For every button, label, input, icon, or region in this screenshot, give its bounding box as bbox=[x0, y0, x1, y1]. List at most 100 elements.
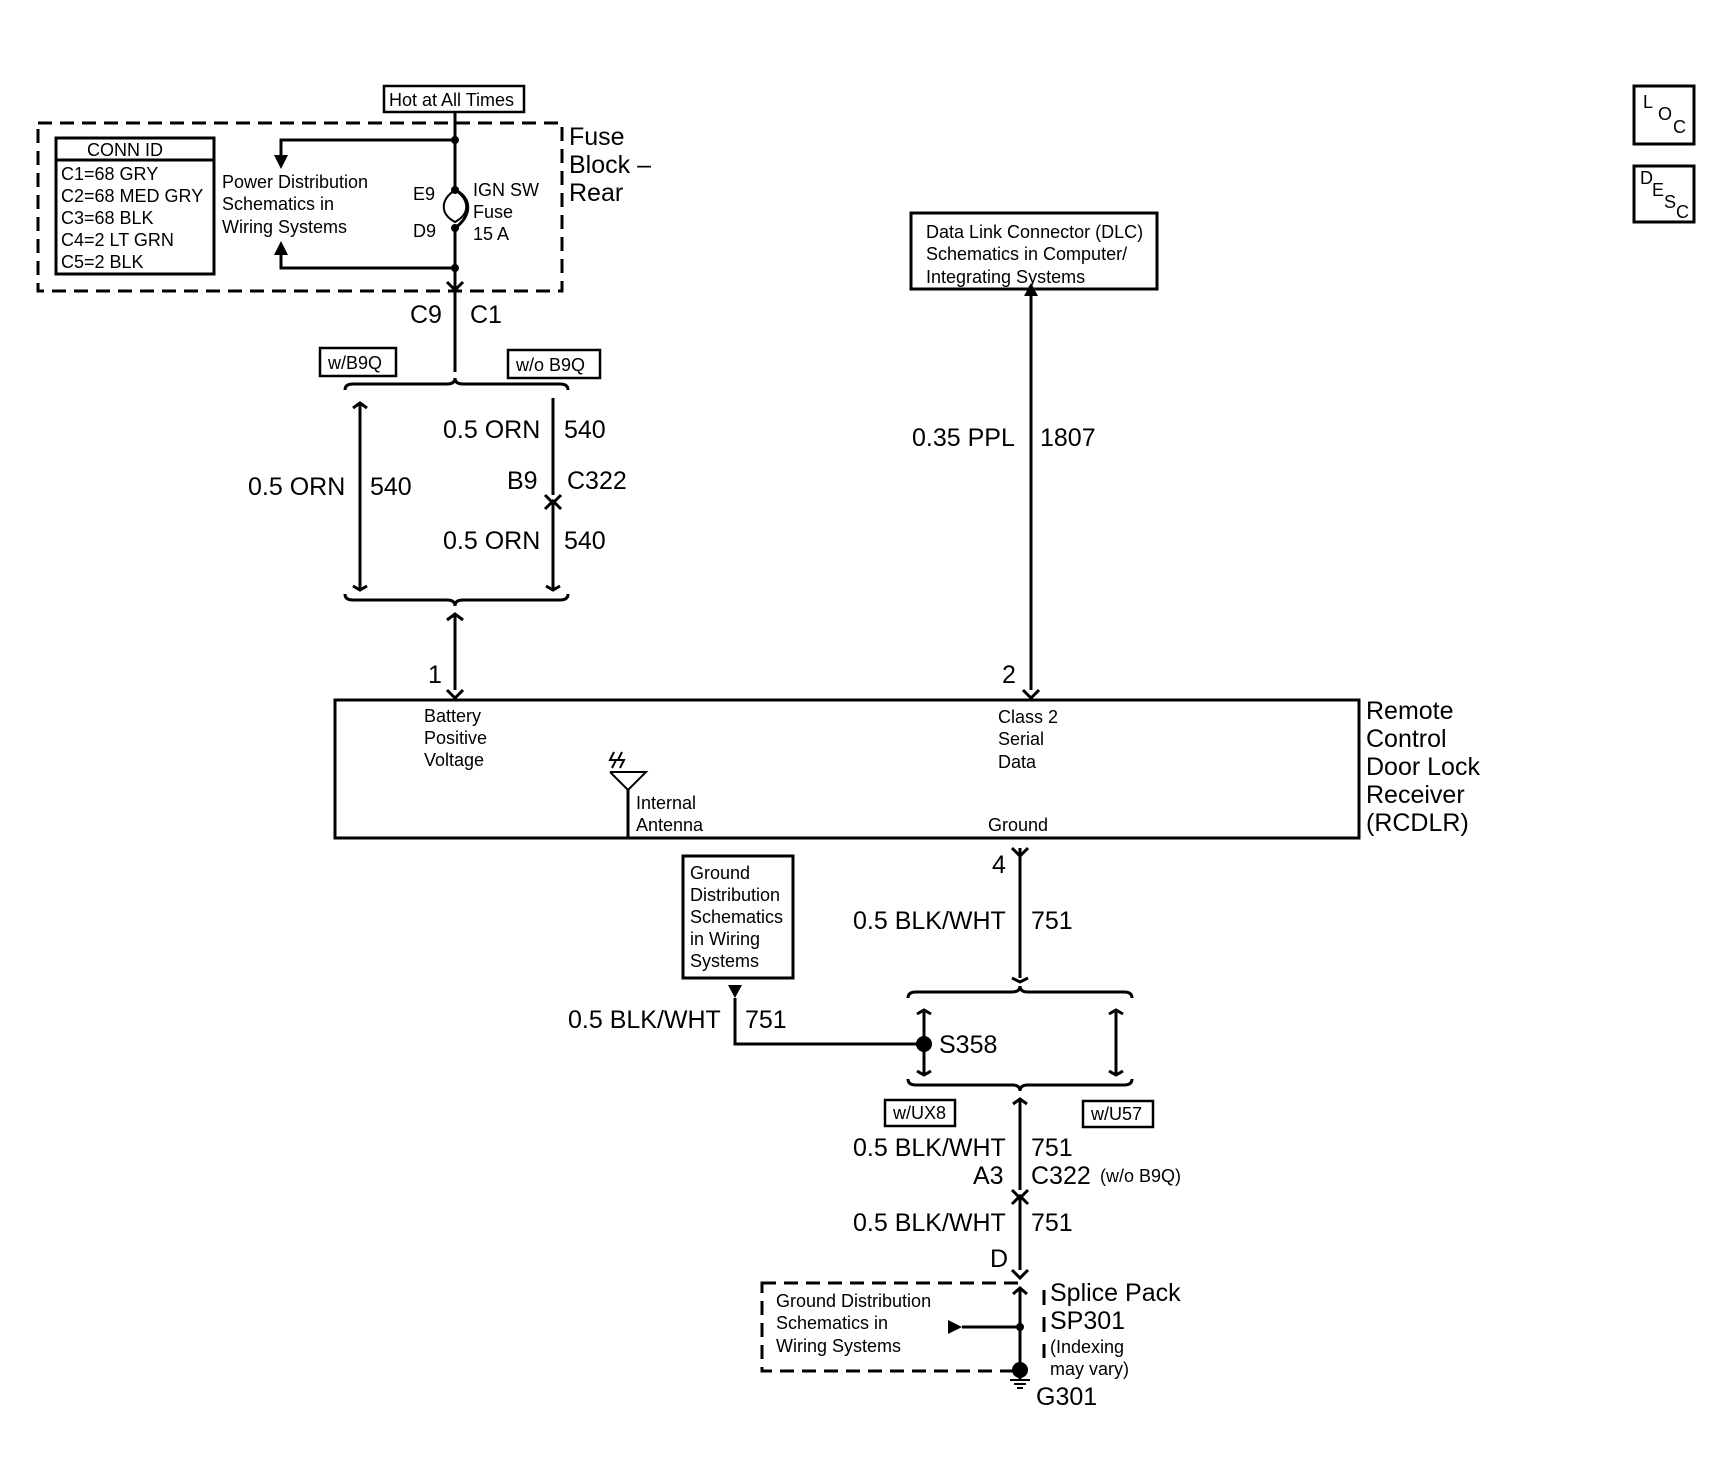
dlc-reference[interactable]: Data Link Connector (DLC) Schematics in … bbox=[909, 211, 1159, 291]
conn-id-table: CONN ID C1=68 GRY C2=68 MED GRY C3=68 BL… bbox=[54, 136, 216, 276]
pin-terminal-icon bbox=[1021, 688, 1041, 701]
option-branch-lower bbox=[906, 1078, 1134, 1092]
wire-gauge: 0.5 BLK/WHT bbox=[853, 907, 1006, 935]
desc-button[interactable]: D E S C bbox=[1632, 164, 1696, 224]
rcdlr-pin-4: 4 bbox=[992, 851, 1006, 879]
svg-text:Hot at All Times: Hot at All Times bbox=[389, 90, 514, 110]
arrow-left-icon bbox=[948, 1320, 962, 1334]
bracket-bottom-icon bbox=[916, 1069, 932, 1077]
option-branch-top bbox=[343, 377, 570, 391]
fuse-label: IGN SW Fuse 15 A bbox=[473, 180, 539, 244]
svg-text:Fuse: Fuse bbox=[473, 202, 513, 222]
splice-dot-icon bbox=[916, 1036, 932, 1052]
svg-text:Antenna: Antenna bbox=[636, 815, 704, 835]
ground-distribution-reference[interactable]: Ground Distribution Schematics in Wiring… bbox=[681, 854, 795, 980]
option-tag-w-b9q: w/B9Q bbox=[318, 346, 398, 378]
wire-circuit: 751 bbox=[745, 1006, 787, 1034]
arrow-down-icon bbox=[728, 985, 742, 998]
wire-circuit: 751 bbox=[1031, 907, 1073, 935]
svg-text:Class 2: Class 2 bbox=[998, 707, 1058, 727]
svg-text:Schematics in: Schematics in bbox=[222, 194, 334, 214]
wire-gauge: 0.5 ORN bbox=[443, 527, 540, 555]
connector-note: (w/o B9Q) bbox=[1100, 1166, 1181, 1186]
bracket-bottom-icon bbox=[352, 584, 368, 592]
connector-pin-a3: A3 bbox=[973, 1162, 1004, 1190]
svg-text:SP301: SP301 bbox=[1050, 1307, 1125, 1335]
splice-s358-label: S358 bbox=[939, 1031, 997, 1059]
connector-id-c322: C322 bbox=[567, 467, 627, 495]
svg-text:in Wiring: in Wiring bbox=[690, 929, 760, 949]
wire-circuit: 540 bbox=[564, 416, 606, 444]
loc-button[interactable]: L O C bbox=[1632, 84, 1696, 146]
svg-text:Data: Data bbox=[998, 752, 1037, 772]
svg-text:Systems: Systems bbox=[690, 951, 759, 971]
svg-text:Power Distribution: Power Distribution bbox=[222, 172, 368, 192]
rcdlr-title: Remote Control Door Lock Receiver (RCDLR… bbox=[1366, 697, 1480, 837]
arrow-down-icon bbox=[274, 155, 288, 169]
wire-gauge: 0.35 PPL bbox=[912, 424, 1015, 452]
svg-text:may vary): may vary) bbox=[1050, 1359, 1129, 1379]
svg-text:Remote: Remote bbox=[1366, 697, 1454, 725]
svg-text:Internal: Internal bbox=[636, 793, 696, 813]
svg-text:Schematics: Schematics bbox=[690, 907, 783, 927]
svg-text:IGN SW: IGN SW bbox=[473, 180, 539, 200]
svg-text:15 A: 15 A bbox=[473, 224, 509, 244]
svg-text:Ground Distribution: Ground Distribution bbox=[776, 1291, 931, 1311]
option-branch-bottom bbox=[343, 593, 570, 607]
ground-icon bbox=[1010, 1370, 1030, 1389]
rcdlr-module bbox=[333, 698, 1361, 840]
svg-text:Block –: Block – bbox=[569, 151, 651, 179]
pin-terminal-icon bbox=[1010, 1268, 1030, 1281]
svg-text:Fuse: Fuse bbox=[569, 123, 625, 151]
svg-text:Schematics in: Schematics in bbox=[776, 1313, 888, 1333]
svg-text:Door Lock: Door Lock bbox=[1366, 753, 1480, 781]
bracket-bottom-icon bbox=[1108, 1069, 1124, 1077]
fuse-icon bbox=[442, 188, 468, 224]
power-return-line bbox=[279, 252, 455, 270]
splice-pack-note: (Indexing may vary) bbox=[1050, 1337, 1129, 1379]
svg-text:Ground: Ground bbox=[690, 863, 750, 883]
svg-text:Rear: Rear bbox=[569, 179, 623, 207]
power-distribution-reference[interactable]: Power Distribution Schematics in Wiring … bbox=[222, 172, 368, 237]
junction-dot-icon bbox=[451, 136, 459, 144]
internal-antenna-label: Internal Antenna bbox=[636, 793, 704, 835]
splice-pack-title: Splice Pack SP301 bbox=[1050, 1279, 1181, 1335]
wire-gauge: 0.5 ORN bbox=[443, 416, 540, 444]
splice-ground-distribution-reference[interactable]: Ground Distribution Schematics in Wiring… bbox=[776, 1291, 931, 1356]
wire-gauge: 0.5 BLK/WHT bbox=[568, 1006, 721, 1034]
wire-circuit: 540 bbox=[370, 473, 412, 501]
junction-dot-icon bbox=[1016, 1323, 1024, 1331]
connector-id-c1: C1 bbox=[470, 301, 502, 329]
desc-letter-3: S bbox=[1664, 192, 1676, 212]
svg-text:Voltage: Voltage bbox=[424, 750, 484, 770]
wire-circuit: 1807 bbox=[1040, 424, 1096, 452]
hot-at-all-times-label: Hot at All Times bbox=[382, 84, 526, 114]
splice-pack-pin-d: D bbox=[990, 1245, 1008, 1273]
svg-text:Integrating Systems: Integrating Systems bbox=[926, 267, 1085, 287]
fuse-element bbox=[454, 188, 470, 230]
wire-circuit: 751 bbox=[1031, 1134, 1073, 1162]
fuse-block-title: Fuse Block – Rear bbox=[569, 123, 651, 207]
connector-icon bbox=[446, 612, 464, 622]
option-tag-wo-b9q: w/o B9Q bbox=[506, 348, 602, 380]
option-tag-w-u57: w/U57 bbox=[1081, 1099, 1155, 1129]
rcdlr-pin-2: 2 bbox=[1002, 661, 1016, 689]
arrow-up-icon bbox=[274, 241, 288, 255]
conn-id-row: C1=68 GRY bbox=[61, 164, 158, 184]
conn-id-row: C2=68 MED GRY bbox=[61, 186, 203, 206]
connector-pin-b9: B9 bbox=[507, 467, 538, 495]
connector-icon bbox=[543, 498, 563, 511]
splice-pack-outline bbox=[760, 1281, 1022, 1373]
loc-letter-2: O bbox=[1658, 104, 1672, 124]
svg-text:(Indexing: (Indexing bbox=[1050, 1337, 1124, 1357]
wire-751-to-s358 bbox=[733, 998, 924, 1046]
junction-dot-icon bbox=[451, 264, 459, 272]
svg-text:Splice Pack: Splice Pack bbox=[1050, 1279, 1181, 1307]
svg-text:Wiring Systems: Wiring Systems bbox=[222, 217, 347, 237]
wire-gauge: 0.5 ORN bbox=[248, 473, 345, 501]
power-feed-line bbox=[279, 138, 455, 158]
bracket-bottom-icon bbox=[1011, 976, 1029, 984]
fuse-pin-top: E9 bbox=[413, 184, 435, 204]
fuse-pin-bottom: D9 bbox=[413, 221, 436, 241]
connector-id-c322: C322 bbox=[1031, 1162, 1091, 1190]
